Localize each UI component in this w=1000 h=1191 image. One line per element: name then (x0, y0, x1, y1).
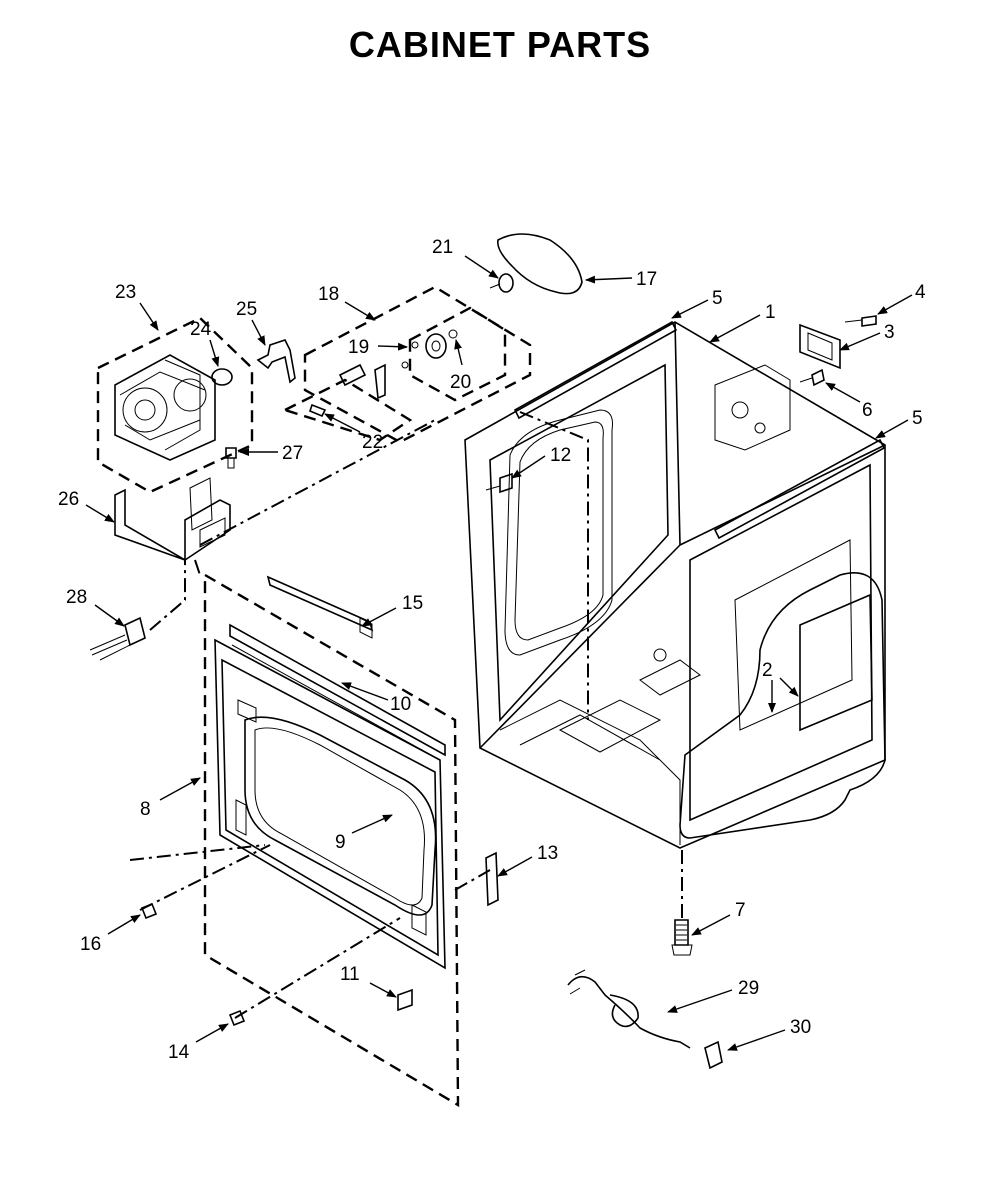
svg-text:5: 5 (912, 408, 923, 429)
svg-text:5: 5 (712, 288, 723, 309)
svg-text:8: 8 (140, 799, 151, 820)
callout-20: 20 (450, 339, 471, 393)
svg-text:9: 9 (335, 832, 346, 853)
callout-5-right: 5 (875, 408, 923, 439)
callout-21: 21 (432, 237, 499, 279)
svg-text:13: 13 (537, 843, 558, 864)
svg-text:19: 19 (348, 337, 369, 358)
bracket-26 (114, 477, 231, 562)
svg-text:25: 25 (236, 299, 257, 320)
svg-text:12: 12 (550, 445, 571, 466)
callout-7: 7 (691, 900, 746, 936)
callout-6: 6 (825, 382, 873, 421)
callout-22: 22 (324, 413, 383, 453)
callout-12: 12 (511, 445, 571, 479)
parts-3-4-6 (799, 315, 877, 387)
diagram-title: CABINET PARTS (348, 24, 652, 65)
callout-26: 26 (58, 489, 115, 523)
front-panel (140, 575, 499, 1027)
callout-24: 24 (190, 319, 220, 367)
callout-9: 9 (335, 814, 393, 853)
svg-text:16: 16 (80, 934, 101, 955)
callout-3: 3 (839, 322, 895, 351)
svg-text:27: 27 (282, 443, 303, 464)
callout-1: 1 (709, 302, 776, 343)
callout-27: 27 (239, 443, 303, 464)
svg-text:24: 24 (190, 319, 212, 340)
svg-text:21: 21 (432, 237, 453, 258)
screw-12 (485, 472, 513, 494)
gasket-17 (496, 233, 583, 295)
callout-15: 15 (361, 593, 423, 627)
svg-text:6: 6 (862, 400, 873, 421)
callout-13: 13 (497, 843, 558, 877)
terminal-block-28 (89, 616, 146, 661)
cabinet-assembly (464, 320, 886, 956)
svg-text:29: 29 (738, 978, 759, 999)
svg-text:30: 30 (790, 1017, 811, 1038)
front-panel-box (203, 572, 460, 1108)
clamp-25 (256, 339, 296, 384)
callouts: 1 2 3 4 5 5 6 7 (58, 237, 926, 1063)
svg-text:22: 22 (362, 432, 383, 453)
assembly-leaders (129, 411, 683, 1019)
svg-text:17: 17 (636, 269, 657, 290)
callout-18: 18 (318, 284, 376, 321)
callout-16: 16 (80, 914, 141, 955)
callout-2: 2 (762, 660, 799, 713)
callout-10: 10 (341, 682, 411, 715)
callout-23: 23 (115, 282, 159, 331)
callout-4: 4 (877, 282, 926, 315)
svg-text:7: 7 (735, 900, 746, 921)
clamp-30 (704, 1040, 723, 1070)
svg-text:18: 18 (318, 284, 339, 305)
callout-11: 11 (340, 964, 397, 998)
seal-outline (679, 571, 886, 839)
callout-30: 30 (727, 1017, 811, 1051)
power-cord-29 (567, 969, 691, 1049)
svg-text:10: 10 (390, 694, 411, 715)
svg-text:26: 26 (58, 489, 79, 510)
svg-text:14: 14 (168, 1042, 190, 1063)
assembly-box-18 (281, 285, 532, 444)
svg-text:3: 3 (884, 322, 895, 343)
svg-text:2: 2 (762, 660, 773, 681)
callout-5-top: 5 (671, 288, 723, 319)
svg-text:15: 15 (402, 593, 423, 614)
callout-28: 28 (66, 587, 125, 627)
callout-8: 8 (140, 777, 201, 820)
callout-14: 14 (168, 1023, 229, 1063)
screw-27 (225, 447, 237, 469)
svg-text:28: 28 (66, 587, 87, 608)
callout-25: 25 (236, 299, 266, 346)
callout-19: 19 (348, 337, 408, 358)
assembly-box-23 (96, 316, 254, 494)
svg-text:11: 11 (340, 964, 360, 985)
svg-text:4: 4 (915, 282, 926, 303)
fitting-21 (489, 273, 514, 293)
svg-text:23: 23 (115, 282, 136, 303)
motor-assembly (114, 354, 233, 461)
svg-text:20: 20 (450, 372, 471, 393)
switch-parts (309, 329, 458, 418)
callout-17: 17 (585, 269, 657, 290)
callout-29: 29 (667, 978, 759, 1013)
svg-text:1: 1 (765, 302, 776, 323)
